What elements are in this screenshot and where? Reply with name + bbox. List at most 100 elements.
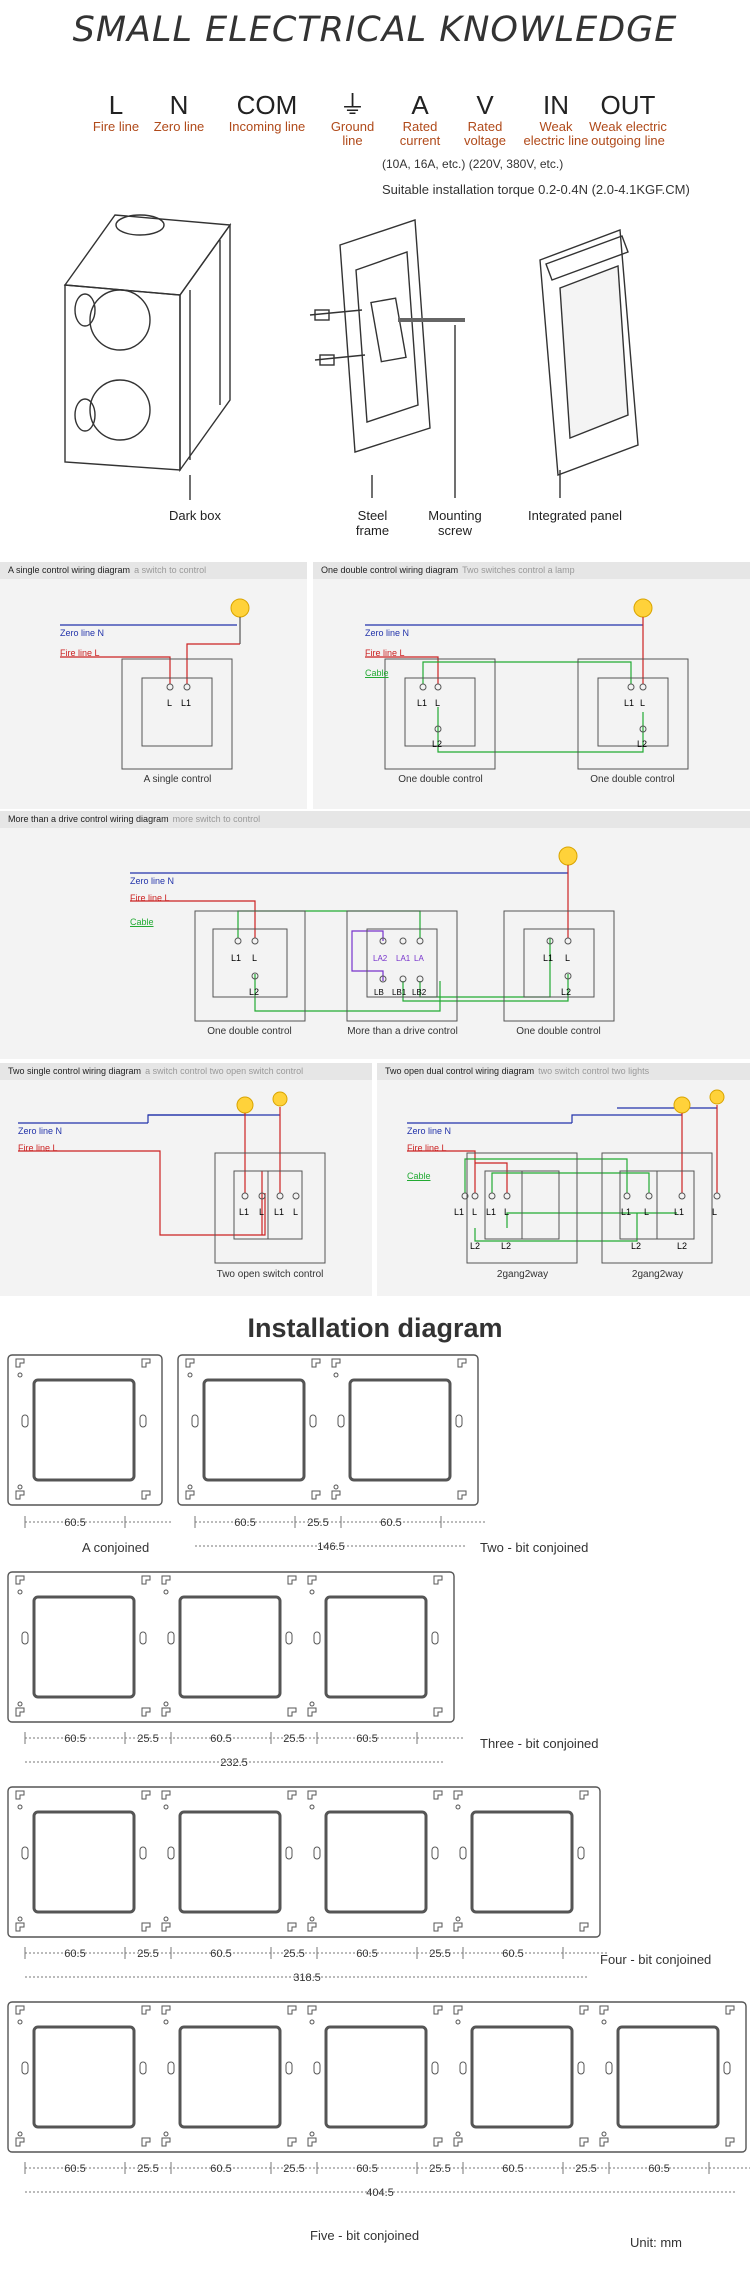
frame-opening (32, 1378, 136, 1482)
screw-slot (167, 1631, 175, 1645)
screw-slot (21, 1414, 29, 1428)
dimension-value: 60.5 (356, 1948, 377, 1960)
total-dimension-value: 146.5 (317, 1541, 345, 1553)
dimension-value: 60.5 (210, 1733, 231, 1745)
corner-clip (15, 1790, 25, 1800)
panel-caption: 2gang2way (496, 1269, 549, 1280)
frame-opening (324, 1810, 428, 1914)
dimension-value: 60.5 (210, 1948, 231, 1960)
svg-text:L2: L2 (561, 987, 571, 997)
mounting-frame (7, 1786, 601, 1938)
screw-slot (577, 1846, 585, 1860)
mount-hole (163, 2019, 169, 2025)
total-dimension-value: 318.5 (293, 1972, 321, 1984)
corner-clip (15, 1922, 25, 1932)
svg-text:L: L (712, 1207, 717, 1217)
corner-clip (141, 1707, 151, 1717)
frame-opening (616, 2025, 720, 2129)
corner-clip (287, 1790, 297, 1800)
corner-clip (579, 1790, 589, 1800)
mount-hole (17, 1589, 23, 1595)
svg-text:L: L (167, 698, 172, 708)
corner-clip (161, 1575, 171, 1585)
cable-label: Cable (365, 668, 389, 678)
panel-caption: A single control (143, 774, 212, 785)
corner-clip (307, 1575, 317, 1585)
dimension-value: 60.5 (210, 2163, 231, 2175)
corner-clip (579, 1922, 589, 1932)
fire-line-label: Fire line L (18, 1143, 58, 1153)
zero-line-label: Zero line N (18, 1126, 63, 1136)
mount-hole (17, 1701, 23, 1707)
screw-slot (139, 1631, 147, 1645)
mount-hole (187, 1484, 193, 1490)
mounting-frame (177, 1354, 479, 1506)
frame-opening (348, 1378, 452, 1482)
mount-hole (163, 1916, 169, 1922)
svg-text:L: L (252, 953, 257, 963)
panel-caption: One double control (516, 1026, 601, 1037)
mount-hole (309, 2019, 315, 2025)
corner-clip (141, 1790, 151, 1800)
svg-text:LB: LB (374, 988, 384, 997)
screw-slot (313, 1631, 321, 1645)
frame-opening (32, 1595, 136, 1699)
svg-text:L: L (435, 698, 440, 708)
corner-clip (161, 2005, 171, 2015)
corner-clip (15, 2005, 25, 2015)
svg-text:L2: L2 (432, 739, 442, 749)
mount-hole (17, 1804, 23, 1810)
zero-line-label: Zero line N (365, 628, 410, 638)
mount-hole (309, 1804, 315, 1810)
dimension-value: 25.5 (283, 1733, 304, 1745)
corner-clip (433, 2137, 443, 2147)
dimension-value: 60.5 (234, 1517, 255, 1529)
frame-opening (202, 1378, 306, 1482)
corner-clip (311, 1358, 321, 1368)
screw-slot (285, 1631, 293, 1645)
row-label-four: Four - bit conjoined (600, 1952, 712, 1967)
total-dimension-value: 404.5 (366, 2187, 394, 2199)
svg-text:L1: L1 (239, 1207, 249, 1217)
row-label-five: Five - bit conjoined (310, 2228, 420, 2243)
svg-text:LA2: LA2 (373, 954, 388, 963)
dimension-value: 25.5 (283, 2163, 304, 2175)
screw-slot (313, 2061, 321, 2075)
svg-text:L1: L1 (417, 698, 427, 708)
mount-hole (163, 1804, 169, 1810)
corner-clip (141, 2137, 151, 2147)
frame-opening (32, 2025, 136, 2129)
corner-clip (311, 1490, 321, 1500)
svg-text:LB1: LB1 (392, 988, 407, 997)
corner-clip (725, 2005, 735, 2015)
corner-clip (599, 2137, 609, 2147)
svg-text:L: L (504, 1207, 509, 1217)
unit-label: Unit: mm (630, 2235, 682, 2250)
svg-text:L: L (293, 1207, 298, 1217)
svg-text:L1: L1 (274, 1207, 284, 1217)
corner-clip (453, 2005, 463, 2015)
frame-opening (324, 1595, 428, 1699)
corner-clip (15, 1358, 25, 1368)
ground-icon: ⏚ (339, 90, 366, 120)
frame-opening (470, 2025, 574, 2129)
corner-clip (453, 2137, 463, 2147)
mount-hole (309, 1916, 315, 1922)
corner-clip (307, 2005, 317, 2015)
corner-clip (725, 2137, 735, 2147)
corner-clip (307, 1707, 317, 1717)
mount-hole (601, 2131, 607, 2137)
dimension-value: 25.5 (283, 1948, 304, 1960)
svg-text:LB2: LB2 (412, 988, 427, 997)
dark-box-label: Dark box (168, 508, 222, 523)
panel-caption: One double control (590, 774, 675, 785)
corner-clip (161, 1922, 171, 1932)
wiring-panel-multi-control: More than a drive control wiring diagram… (0, 811, 750, 1059)
screw-slot (139, 2061, 147, 2075)
